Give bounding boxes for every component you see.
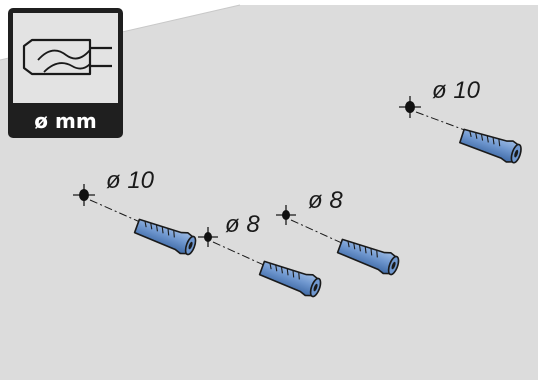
alignment-line — [89, 199, 141, 223]
drill-size-panel: ø mm — [8, 8, 123, 138]
wall-surface — [0, 5, 538, 380]
hole-middle-right: ø 8 — [275, 187, 402, 278]
alignment-line — [212, 241, 267, 267]
hole-diameter-label: ø 10 — [432, 77, 481, 104]
drill-bit-icon — [22, 38, 112, 76]
hole-diameter-label: ø 8 — [225, 211, 260, 238]
hole-middle-left: ø 8 — [197, 211, 324, 300]
hole-diameter-label: ø 10 — [106, 167, 155, 194]
alignment-line — [415, 111, 471, 133]
hole-diameter-label: ø 8 — [308, 187, 343, 214]
hole-left: ø 10 — [72, 167, 199, 258]
alignment-line — [290, 219, 345, 245]
drill-size-label: ø mm — [34, 109, 96, 133]
hole-top-right: ø 10 — [398, 77, 525, 167]
